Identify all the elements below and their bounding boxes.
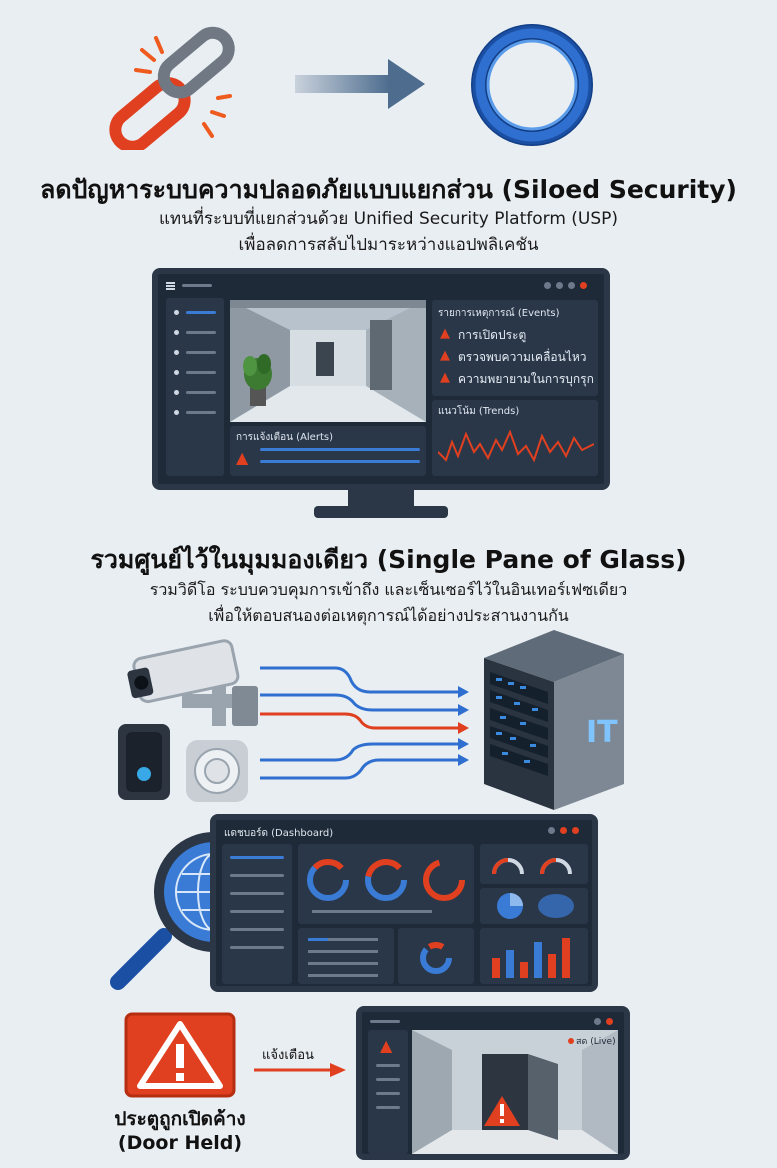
section2-subtitle-line1: รวมวิดีโอ ระบบควบคุมการเข้าถึง และเซ็นเซ…: [149, 580, 628, 599]
events-panel: รายการเหตุการณ์ (Events) ▲ การเปิดประตู …: [432, 300, 598, 396]
live-sidebar: ▲: [368, 1030, 408, 1154]
sensor-icon: [186, 740, 248, 802]
notify-label: แจ้งเตือน: [262, 1048, 314, 1063]
monitor-stand: [348, 490, 414, 506]
warning-icon: ▲: [440, 326, 450, 341]
monitor-base: [314, 506, 448, 518]
right-arrow-icon: [295, 59, 425, 109]
warning-icon: [124, 1012, 236, 1098]
live-door-monitor: ▲ สด (Live): [356, 1006, 630, 1160]
warning-icon: ▲: [380, 1036, 393, 1055]
warning-icon: ▲: [440, 370, 450, 385]
live-door-feed[interactable]: [412, 1030, 618, 1154]
donut-panel: [398, 928, 474, 984]
broken-chain-icon: [109, 26, 235, 150]
event-item[interactable]: ความพยายามในการบุกรุก: [458, 372, 594, 386]
live-label: สด (Live): [576, 1037, 616, 1047]
camera-feed-hallway[interactable]: [230, 300, 426, 422]
menu-icon: [166, 282, 175, 284]
small-gauges-panel: [480, 844, 588, 884]
security-monitor: การแจ้งเตือน (Alerts) ▲ รายการเหตุการณ์ …: [152, 268, 610, 490]
warning-icon: ▲: [236, 448, 249, 467]
dashboard-window: แดชบอร์ด (Dashboard): [210, 814, 598, 992]
section1-subtitle-line1: แทนที่ระบบที่แยกส่วนด้วย Unified Securit…: [158, 209, 619, 229]
live-indicator-dot: [568, 1038, 574, 1044]
bar-chart-panel: [480, 928, 588, 984]
section1-subtitle-line2: เพื่อลดการสลับไปมาระหว่างแอปพลิเคชัน: [238, 235, 539, 255]
trends-panel: แนวโน้ม (Trends): [432, 400, 598, 476]
warning-icon: ▲: [440, 348, 450, 363]
event-item[interactable]: ตรวจพบความเคลื่อนไหว: [458, 350, 587, 364]
section2-subtitle-line2: เพื่อให้ตอบสนองต่อเหตุการณ์ได้อย่างประสา…: [208, 606, 569, 625]
notify-arrow: [254, 1063, 346, 1077]
alerts-label: การแจ้งเตือน (Alerts): [236, 432, 333, 443]
section1-title: ลดปัญหาระบบความปลอดภัยแบบแยกส่วน (Siloed…: [40, 175, 737, 204]
card-reader-icon: [118, 724, 170, 800]
sidebar: [166, 298, 224, 476]
trend-line: [438, 429, 594, 463]
section2-title: รวมศูนย์ไว้ในมุมมองเดียว (Single Pane of…: [90, 545, 687, 574]
event-item[interactable]: การเปิดประตู: [458, 328, 527, 342]
door-held-caption-line1: ประตูถูกเปิดค้าง: [114, 1108, 246, 1130]
door-held-caption-line2: (Door Held): [117, 1132, 243, 1154]
gauges-panel: [298, 844, 474, 924]
dashboard-sidebar: [222, 844, 292, 984]
events-header: รายการเหตุการณ์ (Events): [438, 308, 560, 319]
camera-icon: [127, 639, 258, 726]
server-icon: IT: [484, 630, 624, 810]
data-flow-arrows: [260, 666, 469, 780]
dashboard-title: แดชบอร์ด (Dashboard): [224, 828, 334, 839]
unified-ring-icon: [471, 24, 593, 146]
pie-map-panel: [480, 888, 588, 924]
server-label: IT: [586, 715, 618, 750]
trends-label: แนวโน้ม (Trends): [438, 406, 520, 417]
alerts-panel: การแจ้งเตือน (Alerts) ▲: [230, 426, 426, 476]
list-panel: [298, 928, 394, 984]
